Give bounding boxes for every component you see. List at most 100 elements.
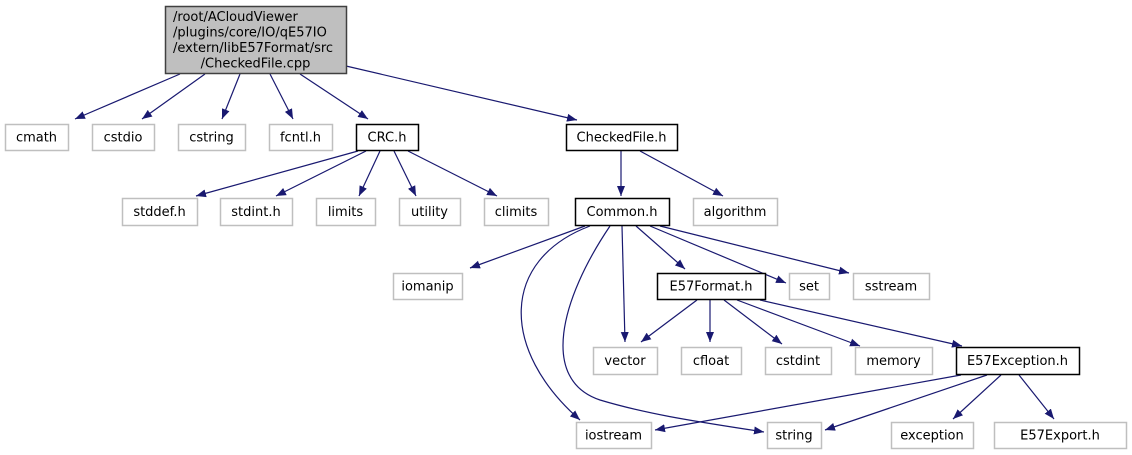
node-e57export: E57Export.h: [993, 421, 1128, 450]
node-root[interactable]: /root/ACloudViewer/plugins/core/IO/qE57I…: [164, 5, 348, 75]
node-label: exception: [900, 429, 964, 444]
node-label: memory: [866, 354, 921, 369]
node-label: /CheckedFile.cpp: [201, 56, 311, 71]
node-memory: memory: [854, 346, 934, 376]
edges-layer: [74, 65, 1055, 435]
node-cfloat: cfloat: [680, 346, 743, 376]
node-box: [890, 421, 975, 450]
node-box: [993, 421, 1128, 450]
node-label: iomanip: [401, 280, 453, 295]
edge-crc-to-stddef: [195, 150, 359, 198]
node-vector: vector: [592, 346, 659, 376]
node-box: [955, 346, 1081, 376]
node-box: [392, 272, 464, 301]
node-label: /plugins/core/IO/qE57IO: [173, 25, 327, 40]
node-label: E57Exception.h: [967, 354, 1068, 369]
node-box: [315, 197, 377, 227]
node-box: [656, 272, 767, 301]
node-cmath: cmath: [4, 123, 70, 152]
edge-common-to-sstream: [659, 225, 850, 275]
node-checkedfile[interactable]: CheckedFile.h: [565, 123, 679, 152]
node-label: stdint.h: [231, 205, 280, 220]
edge-crc-to-climits: [407, 150, 498, 197]
node-box: [4, 123, 70, 152]
node-label: vector: [604, 354, 646, 369]
edge-root-to-fcntl: [269, 73, 294, 120]
node-cstdint: cstdint: [764, 346, 833, 376]
node-box: [565, 123, 679, 152]
edge-root-to-crc: [299, 73, 369, 120]
node-label: Common.h: [587, 205, 658, 220]
node-label: CheckedFile.h: [577, 131, 667, 146]
node-limits: limits: [315, 197, 377, 227]
node-label: sstream: [865, 280, 917, 295]
node-e57exception[interactable]: E57Exception.h: [955, 346, 1081, 376]
edge-crc-to-stdint: [275, 150, 367, 197]
node-label: utility: [411, 205, 448, 220]
node-box: [483, 197, 550, 227]
node-fcntl: fcntl.h: [268, 123, 334, 152]
edge-e57format-to-memory: [736, 299, 861, 347]
node-cstring: cstring: [177, 123, 247, 152]
node-box: [219, 197, 294, 227]
node-label: string: [775, 429, 812, 444]
node-box: [692, 197, 779, 227]
nodes-layer: /root/ACloudViewer/plugins/core/IO/qE57I…: [4, 5, 1128, 450]
node-label: E57Format.h: [670, 280, 753, 295]
edge-crc-to-limits: [358, 150, 381, 197]
node-box: [680, 346, 743, 376]
node-box: [854, 346, 934, 376]
edge-common-to-iostream: [520, 225, 591, 421]
node-label: cstring: [189, 131, 233, 146]
node-stddef: stddef.h: [121, 197, 199, 227]
node-label: set: [799, 280, 819, 295]
node-box: [852, 272, 931, 301]
node-label: cstdint: [776, 354, 820, 369]
node-box: [764, 346, 833, 376]
node-box: [91, 123, 156, 152]
node-box: [268, 123, 334, 152]
edge-common-to-e57format: [635, 225, 686, 270]
edge-e57format-to-cstdint: [723, 299, 783, 345]
node-label: algorithm: [704, 205, 767, 220]
node-algorithm: algorithm: [692, 197, 779, 227]
edge-common-to-iomanip: [469, 225, 586, 269]
edge-root-to-cmath: [74, 73, 181, 120]
node-label: fcntl.h: [280, 131, 321, 146]
node-label: iostream: [585, 429, 642, 444]
node-common[interactable]: Common.h: [574, 197, 671, 227]
node-box: [788, 272, 831, 301]
edge-checkedfile-to-algorithm: [639, 150, 724, 197]
node-box: [575, 421, 653, 450]
node-iomanip: iomanip: [392, 272, 464, 301]
node-label: limits: [328, 205, 364, 220]
node-label: CRC.h: [368, 131, 407, 146]
edge-e57exception-to-e57export: [1018, 374, 1055, 420]
node-label: E57Export.h: [1020, 429, 1100, 444]
node-box: [121, 197, 199, 227]
edge-e57format-to-e57exception: [759, 299, 963, 348]
node-climits: climits: [483, 197, 550, 227]
edge-e57exception-to-exception: [952, 374, 1002, 420]
node-label: /root/ACloudViewer: [173, 10, 298, 25]
node-string: string: [766, 421, 823, 450]
node-label: stddef.h: [133, 205, 185, 220]
node-box: [592, 346, 659, 376]
edge-root-to-cstdio: [141, 73, 206, 120]
node-label: climits: [495, 205, 538, 220]
edge-common-to-string: [562, 225, 765, 435]
edge-e57format-to-vector: [640, 299, 698, 343]
node-box: [355, 123, 420, 152]
node-box: [164, 5, 348, 75]
node-box: [766, 421, 823, 450]
edge-root-to-cstring: [221, 73, 241, 120]
node-e57format[interactable]: E57Format.h: [656, 272, 767, 301]
edge-root-to-checkedfile: [345, 65, 578, 122]
node-cstdio: cstdio: [91, 123, 156, 152]
edge-common-to-vector: [620, 225, 629, 343]
node-sstream: sstream: [852, 272, 931, 301]
node-box: [398, 197, 462, 227]
node-crc[interactable]: CRC.h: [355, 123, 420, 152]
edge-e57exception-to-string: [824, 374, 988, 431]
